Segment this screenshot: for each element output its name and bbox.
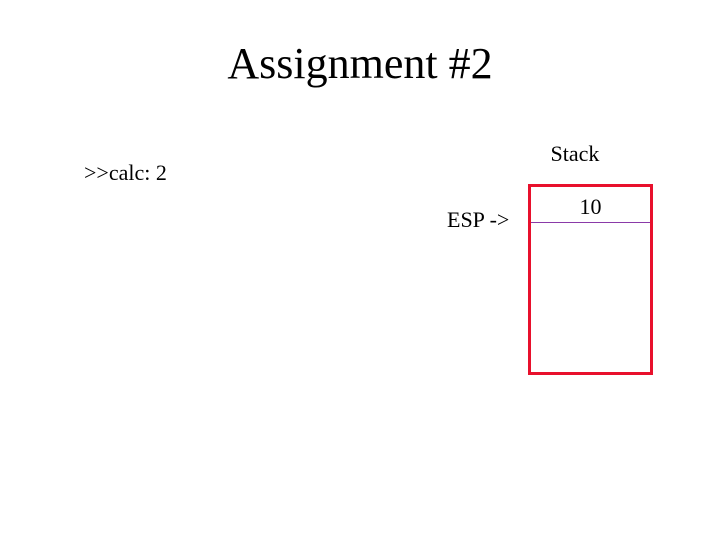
- stack-label: Stack: [550, 141, 600, 166]
- stack-box: 10: [528, 184, 653, 375]
- stack-cell-top: 10: [531, 187, 650, 223]
- calc-prompt: >>calc: 2: [84, 160, 167, 185]
- slide-title: Assignment #2: [227, 39, 493, 88]
- esp-pointer-label: ESP ->: [447, 207, 510, 232]
